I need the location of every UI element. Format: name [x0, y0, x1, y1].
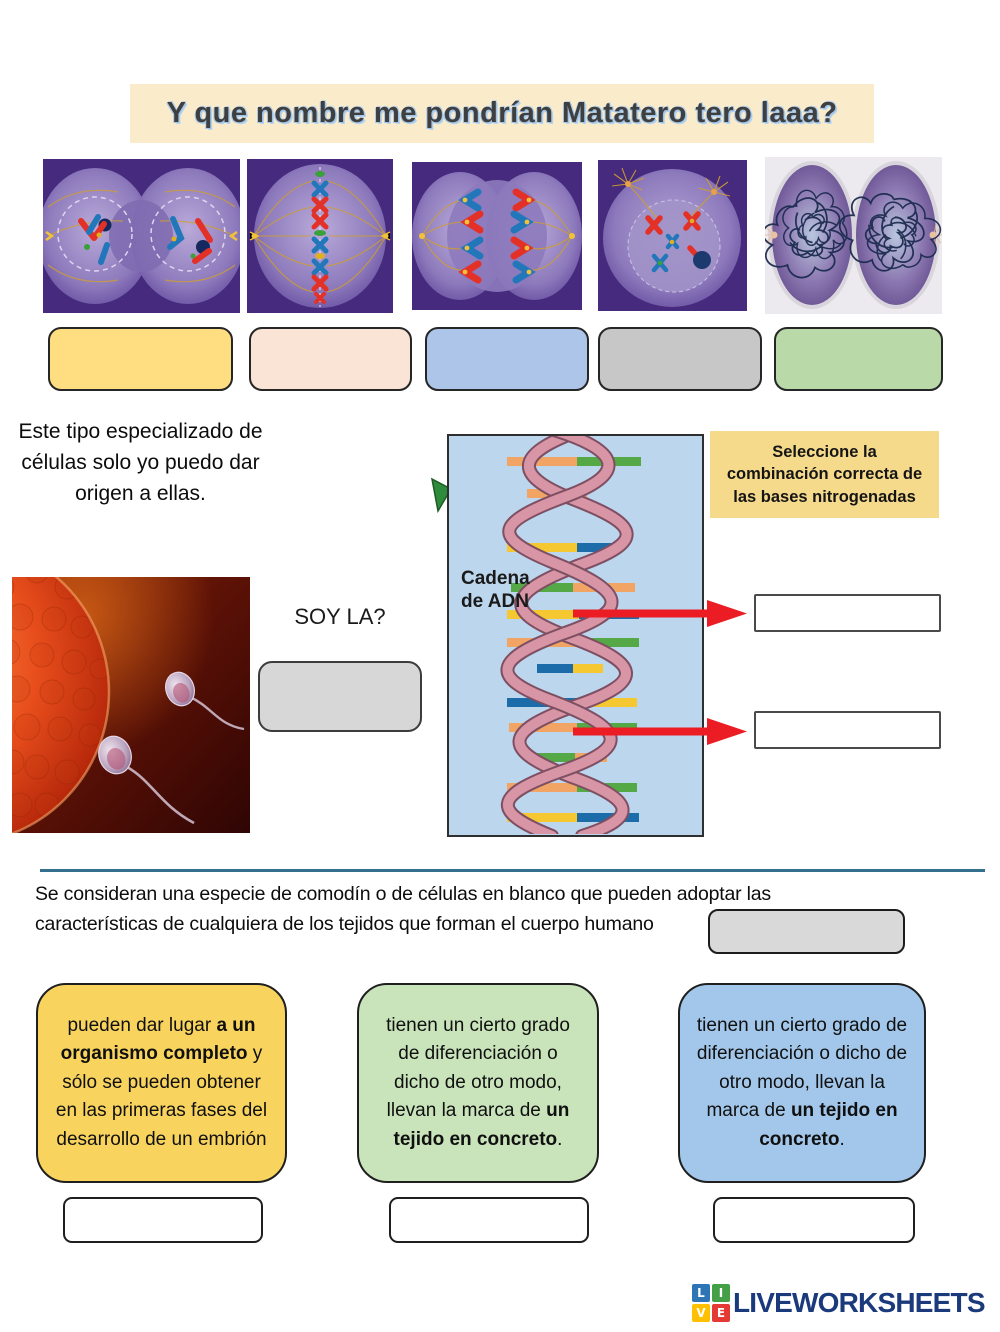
dna-label-line2: de ADN	[461, 591, 529, 612]
dna-strand-image: Cadena de ADN	[447, 421, 704, 843]
wildcard-answer-box[interactable]	[708, 909, 905, 954]
liveworksheets-icon: L I V E	[692, 1284, 730, 1322]
page-title: Y que nombre me pondrían Matatero tero l…	[166, 97, 838, 129]
logo-letter-e: E	[712, 1304, 730, 1322]
dna-instruction-box: Seleccione la combinación correcta de la…	[710, 431, 939, 518]
phase-answer-box-3[interactable]	[425, 327, 589, 391]
green-arrow-icon	[430, 477, 453, 522]
base-pair-answer-box-2[interactable]	[754, 711, 941, 749]
dna-instruction-text: Seleccione la combinación correcta de la…	[726, 443, 923, 506]
mitosis-prometaphase-image	[598, 160, 747, 311]
card-answer-box-1[interactable]	[63, 1197, 263, 1243]
liveworksheets-logo: L I V E LIVEWORKSHEETS	[692, 1284, 986, 1322]
base-pair-answer-box-1[interactable]	[754, 594, 941, 632]
phase-answer-box-1[interactable]	[48, 327, 233, 391]
soy-la-answer-box[interactable]	[258, 661, 422, 732]
red-arrow-icon-2	[573, 718, 747, 750]
title-banner: Y que nombre me pondrían Matatero tero l…	[130, 84, 874, 143]
card-totipotent: pueden dar lugar a un organismo completo…	[36, 983, 287, 1183]
soy-la-question: SOY LA?	[294, 604, 386, 629]
card-multipotent-green: tienen un cierto grado de diferenciación…	[357, 983, 599, 1183]
card-multipotent-blue-text: tienen un cierto grado de diferenciación…	[696, 1014, 908, 1150]
phase-answer-box-4[interactable]	[598, 327, 762, 391]
red-arrow-icon-1	[573, 600, 747, 632]
stem-cell-prompt: Este tipo especializado de células solo …	[18, 420, 263, 505]
card-answer-box-2[interactable]	[389, 1197, 589, 1243]
card-answer-box-3[interactable]	[713, 1197, 915, 1243]
phase-answer-box-5[interactable]	[774, 327, 943, 391]
card-multipotent-blue: tienen un cierto grado de diferenciación…	[678, 983, 926, 1183]
card-multipotent-green-text: tienen un cierto grado de diferenciación…	[386, 1014, 570, 1150]
logo-letter-l: L	[692, 1284, 710, 1302]
mitosis-anaphase-image	[412, 162, 582, 310]
wildcard-paragraph: Se consideran una especie de comodín o d…	[35, 883, 771, 936]
card-totipotent-text: pueden dar lugar a un organismo completo…	[55, 1014, 268, 1150]
mitosis-daughter-cells-image	[765, 157, 942, 314]
egg-and-sperm-image	[0, 544, 250, 840]
section-divider	[40, 869, 985, 872]
phase-answer-box-2[interactable]	[249, 327, 412, 391]
logo-letter-v: V	[692, 1304, 710, 1322]
liveworksheets-brand-text: LIVEWORKSHEETS	[733, 1287, 986, 1318]
mitosis-telophase-image	[43, 159, 240, 313]
mitosis-metaphase-image	[247, 159, 393, 313]
logo-letter-i: I	[712, 1284, 730, 1302]
dna-label-line1: Cadena	[461, 568, 530, 589]
